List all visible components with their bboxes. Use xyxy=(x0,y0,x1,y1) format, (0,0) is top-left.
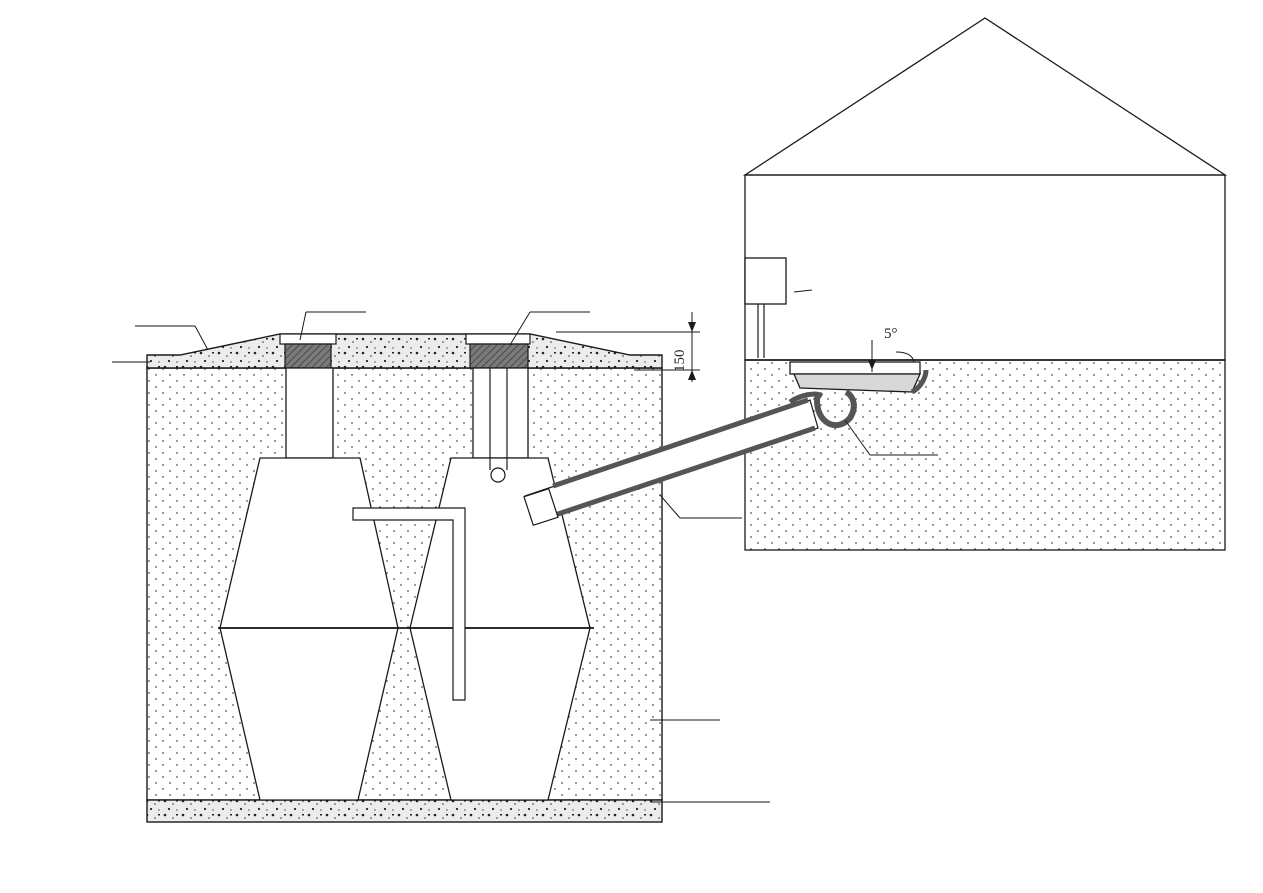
house xyxy=(742,17,1228,551)
inlet-pipe xyxy=(523,391,824,527)
inlet-pipe-wall-bottom xyxy=(554,425,816,518)
lid-right-hatch xyxy=(469,343,529,369)
top-cover-slab xyxy=(146,333,663,369)
cover-concrete xyxy=(146,333,663,369)
concrete-base-slab xyxy=(146,799,663,823)
cover-height-dimension: 150 xyxy=(556,312,700,382)
backfill-soil xyxy=(146,367,663,801)
lid-left-hatch xyxy=(284,343,332,369)
tank-left xyxy=(219,367,399,801)
floor-drain-trap xyxy=(814,389,857,429)
control-box-leader xyxy=(793,289,813,293)
house-wall xyxy=(744,174,1226,361)
lid-left xyxy=(279,333,337,345)
inlet-pipe-elbow xyxy=(788,391,824,405)
transfer-pipe xyxy=(352,507,466,701)
tank-left-neck xyxy=(285,367,334,459)
house-roof xyxy=(742,17,1228,176)
control-box xyxy=(744,257,787,305)
tank-right-neck xyxy=(472,367,529,459)
excavation-pit xyxy=(146,367,663,823)
house-foundation-soil xyxy=(744,359,1226,551)
vent-pipe-end xyxy=(490,467,506,483)
inlet-pipe-wall-top xyxy=(552,397,809,489)
floor-drain: 5° xyxy=(789,326,938,456)
leader-lines xyxy=(112,311,770,803)
floor-drain-grate xyxy=(789,361,921,375)
drain-leader xyxy=(844,419,871,456)
lid-right xyxy=(465,333,531,345)
inlet-pipe-end xyxy=(523,487,559,527)
cover-height-label: 150 xyxy=(672,350,688,373)
slope-label: 5° xyxy=(884,326,898,342)
